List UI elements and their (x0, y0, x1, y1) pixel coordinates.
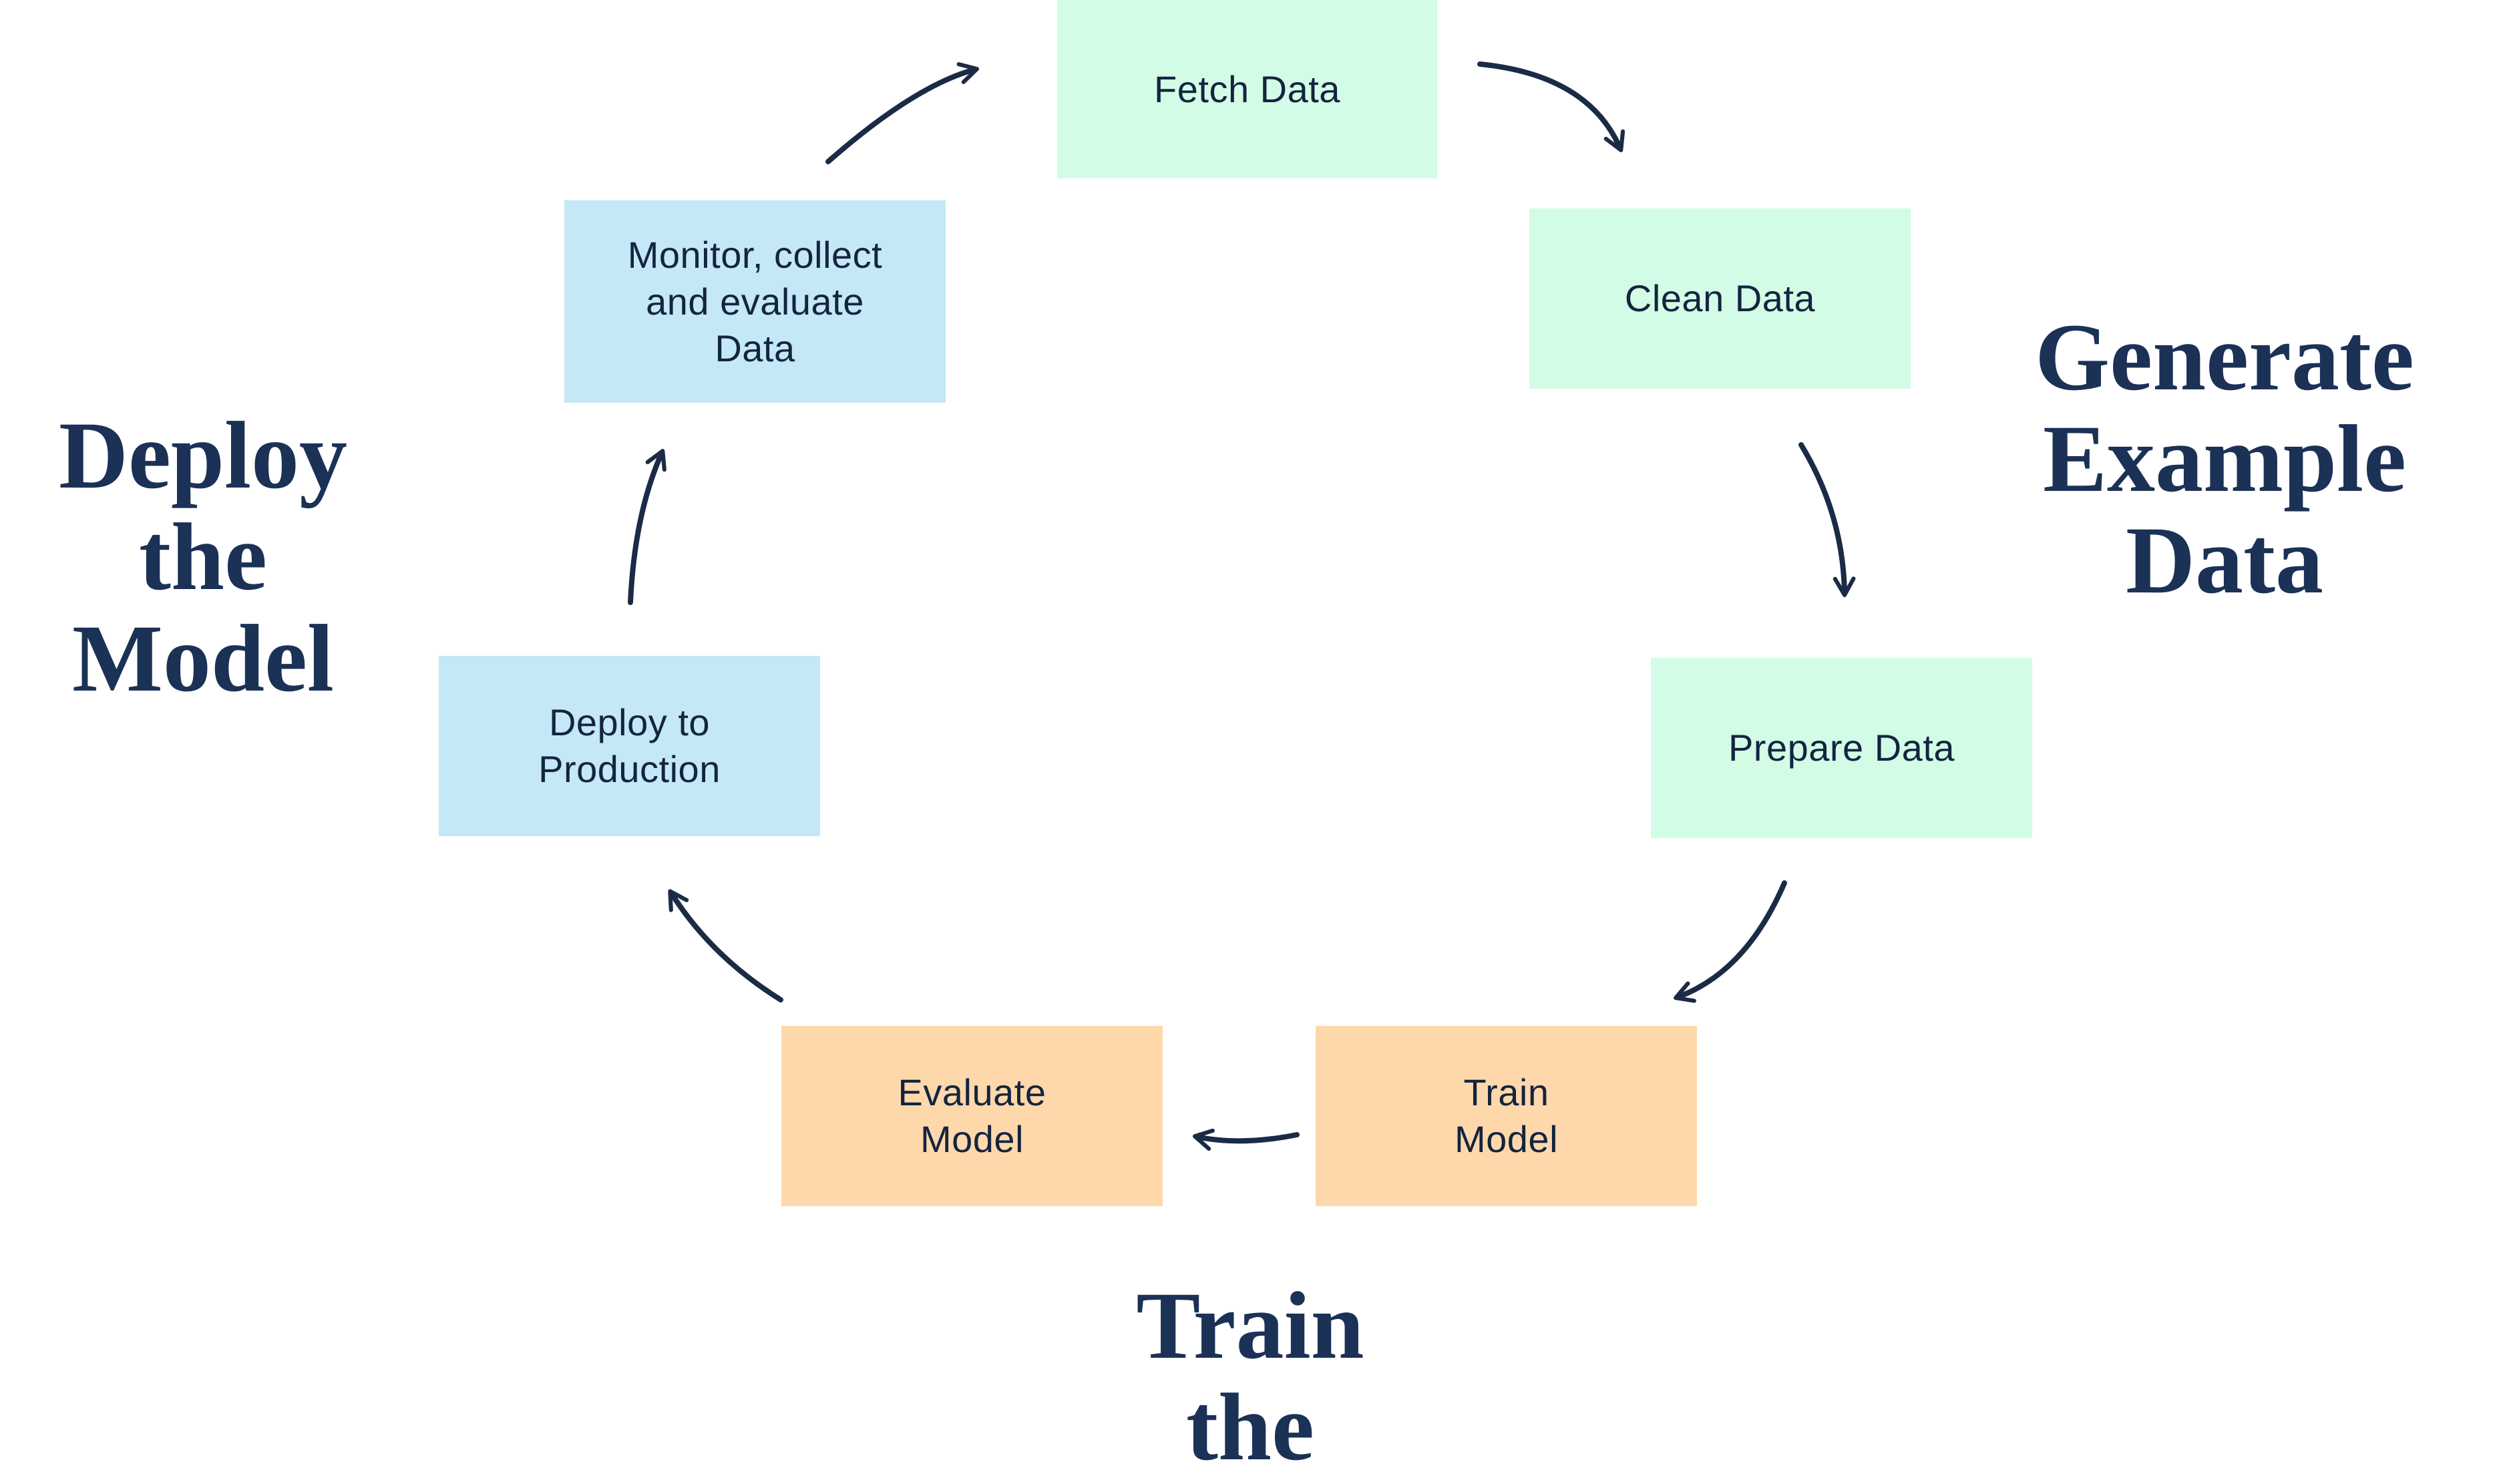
arrow-prepare-to-train (1674, 880, 1787, 1003)
node-monitor-collect-evaluate-label: Monitor, collect and evaluate Data (627, 233, 883, 369)
node-train-model: Train Model (1316, 1026, 1697, 1206)
node-deploy-to-production-label: Deploy to Production (538, 701, 721, 790)
node-train-model-label: Train Model (1454, 1071, 1559, 1160)
node-monitor-collect-evaluate: Monitor, collect and evaluate Data (564, 200, 946, 403)
section-title-train-the-model: Train the Model (1119, 1273, 1381, 1484)
node-prepare-data-label: Prepare Data (1728, 727, 1955, 769)
arrow-monitor-to-fetch (825, 62, 980, 164)
arrow-fetch-to-clean (1477, 61, 1625, 152)
node-clean-data-label: Clean Data (1624, 277, 1816, 319)
section-title-deploy-the-model: Deploy the Model (59, 403, 347, 712)
node-evaluate-model: Evaluate Model (781, 1026, 1163, 1206)
arrow-deploy-to-monitor (628, 449, 666, 605)
node-evaluate-model-label: Evaluate Model (898, 1071, 1046, 1160)
node-fetch-data: Fetch Data (1057, 0, 1437, 178)
node-fetch-data-label: Fetch Data (1154, 67, 1340, 110)
node-deploy-to-production: Deploy to Production (439, 656, 820, 836)
section-title-generate-example-data: Generate Example Data (2035, 305, 2414, 614)
arrow-train-to-evaluate (1192, 1128, 1300, 1151)
arrow-clean-to-prepare (1798, 442, 1856, 598)
node-clean-data: Clean Data (1529, 208, 1911, 389)
node-prepare-data: Prepare Data (1651, 658, 2032, 838)
arrow-evaluate-to-deploy (668, 889, 783, 1002)
